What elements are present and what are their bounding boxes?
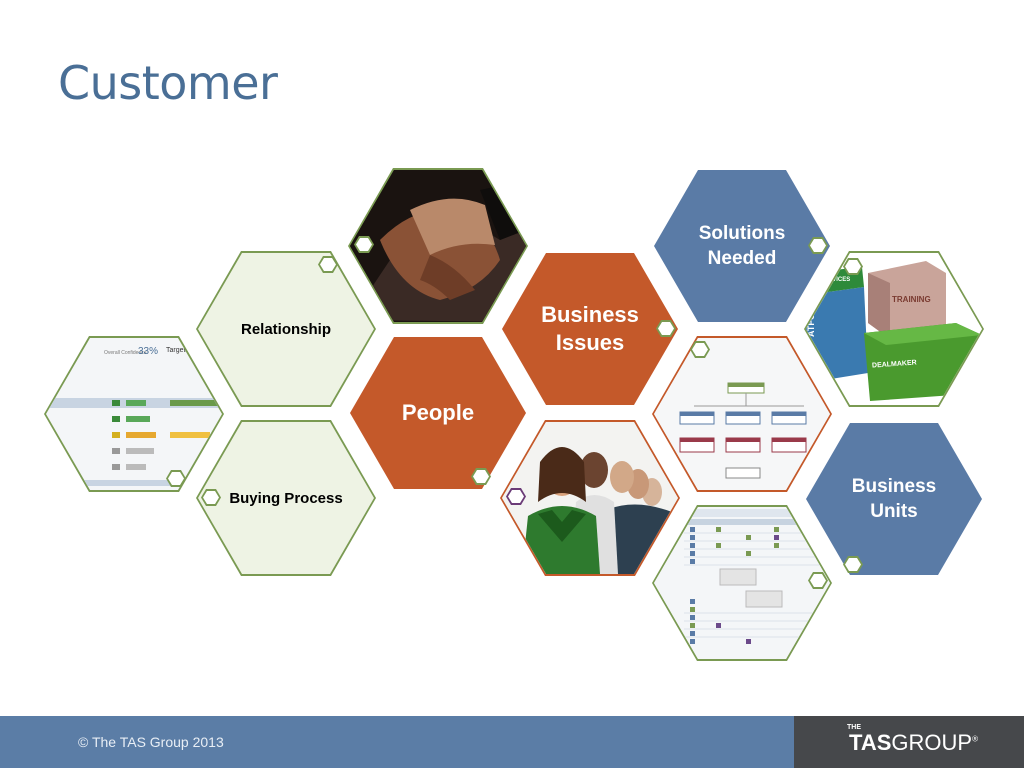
business-issues-line2: Issues: [555, 330, 625, 355]
group-photo-icon: [502, 422, 678, 574]
buying-process-label: Buying Process: [229, 489, 343, 507]
handshake-image-hex: [348, 168, 528, 324]
people-label: People: [401, 400, 475, 425]
platform-label: ATFORM: [806, 299, 816, 337]
boxes-image-hex: TRAINING RVICES ATFORM DEALMAKER: [804, 251, 984, 407]
connector-hex: [843, 258, 863, 275]
relationship-label: Relationship: [240, 320, 331, 338]
connector-hex: [318, 256, 338, 273]
logo-group: GROUP: [891, 730, 973, 755]
copyright-text: © The TAS Group 2013: [78, 734, 224, 750]
connector-hex: [808, 572, 828, 589]
people-photo-hex: [500, 420, 680, 576]
footer-logo-area: THE TASGROUP®: [794, 716, 1024, 768]
connector-hex: [690, 341, 710, 358]
target-label: Target Ou: [166, 347, 197, 354]
org-chart-icon: [654, 338, 830, 490]
business-issues-line1: Business: [541, 302, 639, 327]
people-hex[interactable]: People: [348, 335, 528, 491]
solutions-needed-line2: Needed: [707, 248, 777, 269]
footer-bar: © The TAS Group 2013 THE TASGROUP®: [0, 716, 1024, 768]
tas-group-logo: THE TASGROUP®: [847, 724, 978, 755]
connector-hex: [471, 468, 491, 485]
product-boxes-icon: [806, 253, 982, 405]
connector-hex: [166, 470, 186, 487]
connector-hex: [808, 237, 828, 254]
connector-hex: [843, 556, 863, 573]
confidence-label: Overall Confidence: [104, 350, 147, 356]
connector-hex: [506, 488, 526, 505]
confidence-value: 33%: [138, 346, 159, 357]
connector-hex: [354, 236, 374, 253]
confidence-screenshot-hex: Overall Confidence 33% Target Ou: [44, 336, 224, 492]
buying-process-hex[interactable]: Buying Process: [196, 420, 376, 576]
handshake-icon: [350, 170, 526, 322]
org-chart-screenshot-hex: [652, 336, 832, 492]
business-issues-hex[interactable]: Business Issues: [500, 251, 680, 407]
slide-title: Customer: [58, 56, 278, 110]
training-label: TRAINING: [892, 295, 931, 304]
services-label: RVICES: [828, 277, 851, 283]
business-units-hex[interactable]: Business Units: [804, 421, 984, 577]
business-units-line1: Business: [851, 476, 937, 497]
grid-table-icon: [654, 507, 830, 659]
connector-hex: [201, 489, 221, 506]
logo-tas: TAS: [849, 730, 892, 755]
solutions-needed-hex[interactable]: Solutions Needed: [652, 168, 832, 324]
logo-the: THE: [847, 724, 862, 731]
relationship-hex[interactable]: Relationship: [196, 251, 376, 407]
business-units-line2: Units: [870, 501, 918, 522]
connector-hex: [656, 320, 676, 337]
solutions-needed-line1: Solutions: [698, 223, 786, 244]
grid-screenshot-hex: [652, 505, 832, 661]
